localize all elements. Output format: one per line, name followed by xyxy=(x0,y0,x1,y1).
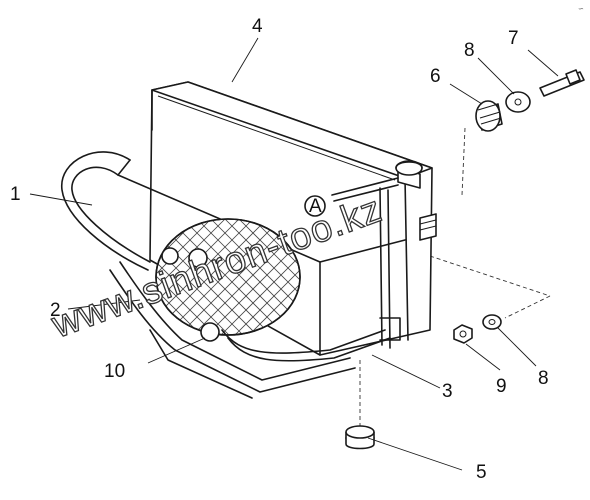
callout-2: 2 xyxy=(50,300,61,321)
callout-5: 5 xyxy=(476,462,487,483)
bolt-part-7 xyxy=(539,69,585,97)
side-bracket xyxy=(419,213,437,241)
callout-7: 7 xyxy=(508,28,519,49)
leader-lines xyxy=(29,37,559,471)
corner-mark: ∽ xyxy=(578,6,584,13)
lower-bracket xyxy=(109,261,356,399)
callout-8-lower: 8 xyxy=(538,368,549,389)
callout-1: 1 xyxy=(10,184,21,205)
callouts: 1 2 10 4 3 5 6 8 7 9 8 xyxy=(10,16,549,483)
hose-fittings xyxy=(161,247,208,268)
callout-3: 3 xyxy=(442,381,453,402)
callout-10: 10 xyxy=(104,361,125,382)
filler-neck-cap xyxy=(395,160,423,189)
nut-part-9 xyxy=(453,324,473,344)
lower-hose xyxy=(200,317,401,362)
callout-6: 6 xyxy=(430,66,441,87)
view-marker-a: A xyxy=(304,195,326,217)
washer-upper-part-8 xyxy=(505,91,531,113)
view-marker-label: A xyxy=(309,196,322,217)
callout-8-upper: 8 xyxy=(464,40,475,61)
callout-4: 4 xyxy=(252,16,263,37)
washer-lower-part-8 xyxy=(482,314,502,330)
guard-frame xyxy=(61,151,151,271)
reference-lines xyxy=(359,127,551,428)
rubber-foot-part-5 xyxy=(345,425,375,450)
rubber-mount-part-6 xyxy=(475,100,503,132)
callout-9: 9 xyxy=(496,376,507,397)
overflow-pipe xyxy=(331,177,399,202)
